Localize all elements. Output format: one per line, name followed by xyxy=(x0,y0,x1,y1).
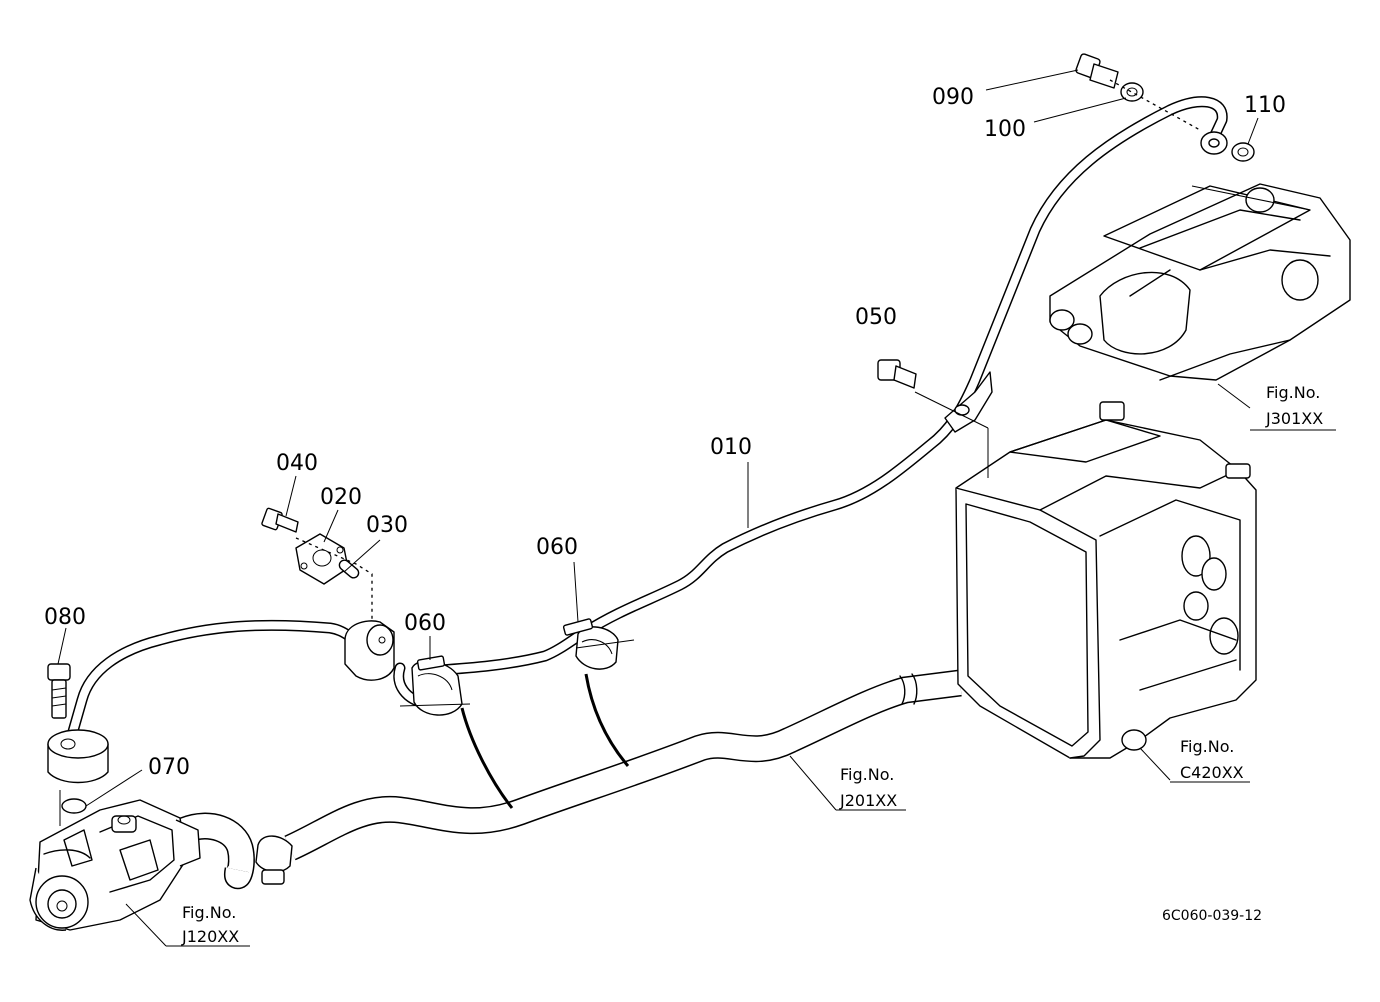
callout-110: 110 xyxy=(1244,93,1286,118)
figure-prefix: Fig.No. xyxy=(840,765,894,784)
figure-reference-c420xx: Fig.No. C420XX xyxy=(1139,737,1250,783)
figure-prefix: Fig.No. xyxy=(1180,737,1234,756)
figure-reference-j301xx: Fig.No. J301XX xyxy=(1217,383,1336,431)
callout-050: 050 xyxy=(855,305,897,330)
figure-code: C420XX xyxy=(1180,763,1244,782)
figure-prefix: Fig.No. xyxy=(182,903,236,922)
leader-lines xyxy=(57,69,1259,807)
figure-prefix: Fig.No. xyxy=(1266,383,1320,402)
control-valve xyxy=(1049,183,1351,381)
valve-leader-top xyxy=(1191,185,1311,211)
leader-050-case xyxy=(914,391,989,429)
pipe-block xyxy=(344,620,395,681)
figure-reference-j201xx: Fig.No. J201XX xyxy=(789,755,906,811)
callout-040: 040 xyxy=(276,451,318,476)
callout-060-right: 060 xyxy=(536,535,578,560)
hose-clamp-060-right xyxy=(562,618,635,670)
callout-090: 090 xyxy=(932,85,974,110)
washer-110 xyxy=(1231,142,1255,162)
callout-labels: 010 020 030 040 050 060 060 070 080 090 … xyxy=(44,85,1286,780)
callout-010: 010 xyxy=(710,435,752,460)
return-hose xyxy=(179,669,962,890)
figure-reference-j120xx: Fig.No. J120XX xyxy=(125,903,250,947)
callout-100: 100 xyxy=(984,117,1026,142)
hose-clamp-060-left xyxy=(399,655,471,716)
feed-pipe xyxy=(66,619,591,741)
flange-020 xyxy=(295,533,349,585)
figure-code: J201XX xyxy=(839,791,897,810)
bolt-050 xyxy=(877,359,917,389)
clamp-position-arrow-right xyxy=(584,673,630,767)
callout-020: 020 xyxy=(320,485,362,510)
callout-070: 070 xyxy=(148,755,190,780)
callout-060-left: 060 xyxy=(404,611,446,636)
banjo-bolt-090 xyxy=(1075,53,1119,89)
clamp-position-arrow-left xyxy=(460,707,514,809)
figure-code: J120XX xyxy=(181,927,239,946)
bolt-040 xyxy=(261,507,299,533)
main-pipe-010 xyxy=(579,96,1228,638)
hydraulic-pump xyxy=(29,799,201,931)
o-ring-070 xyxy=(61,798,87,814)
transmission-case xyxy=(955,401,1257,759)
callout-080: 080 xyxy=(44,605,86,630)
figure-code: J301XX xyxy=(1265,409,1323,428)
assembly-line-090 xyxy=(1109,79,1201,131)
adapter-block xyxy=(47,729,109,784)
bolt-080 xyxy=(47,663,71,719)
callout-030: 030 xyxy=(366,513,408,538)
washer-100 xyxy=(1120,82,1144,102)
document-id: 6C060-039-12 xyxy=(1162,908,1262,924)
